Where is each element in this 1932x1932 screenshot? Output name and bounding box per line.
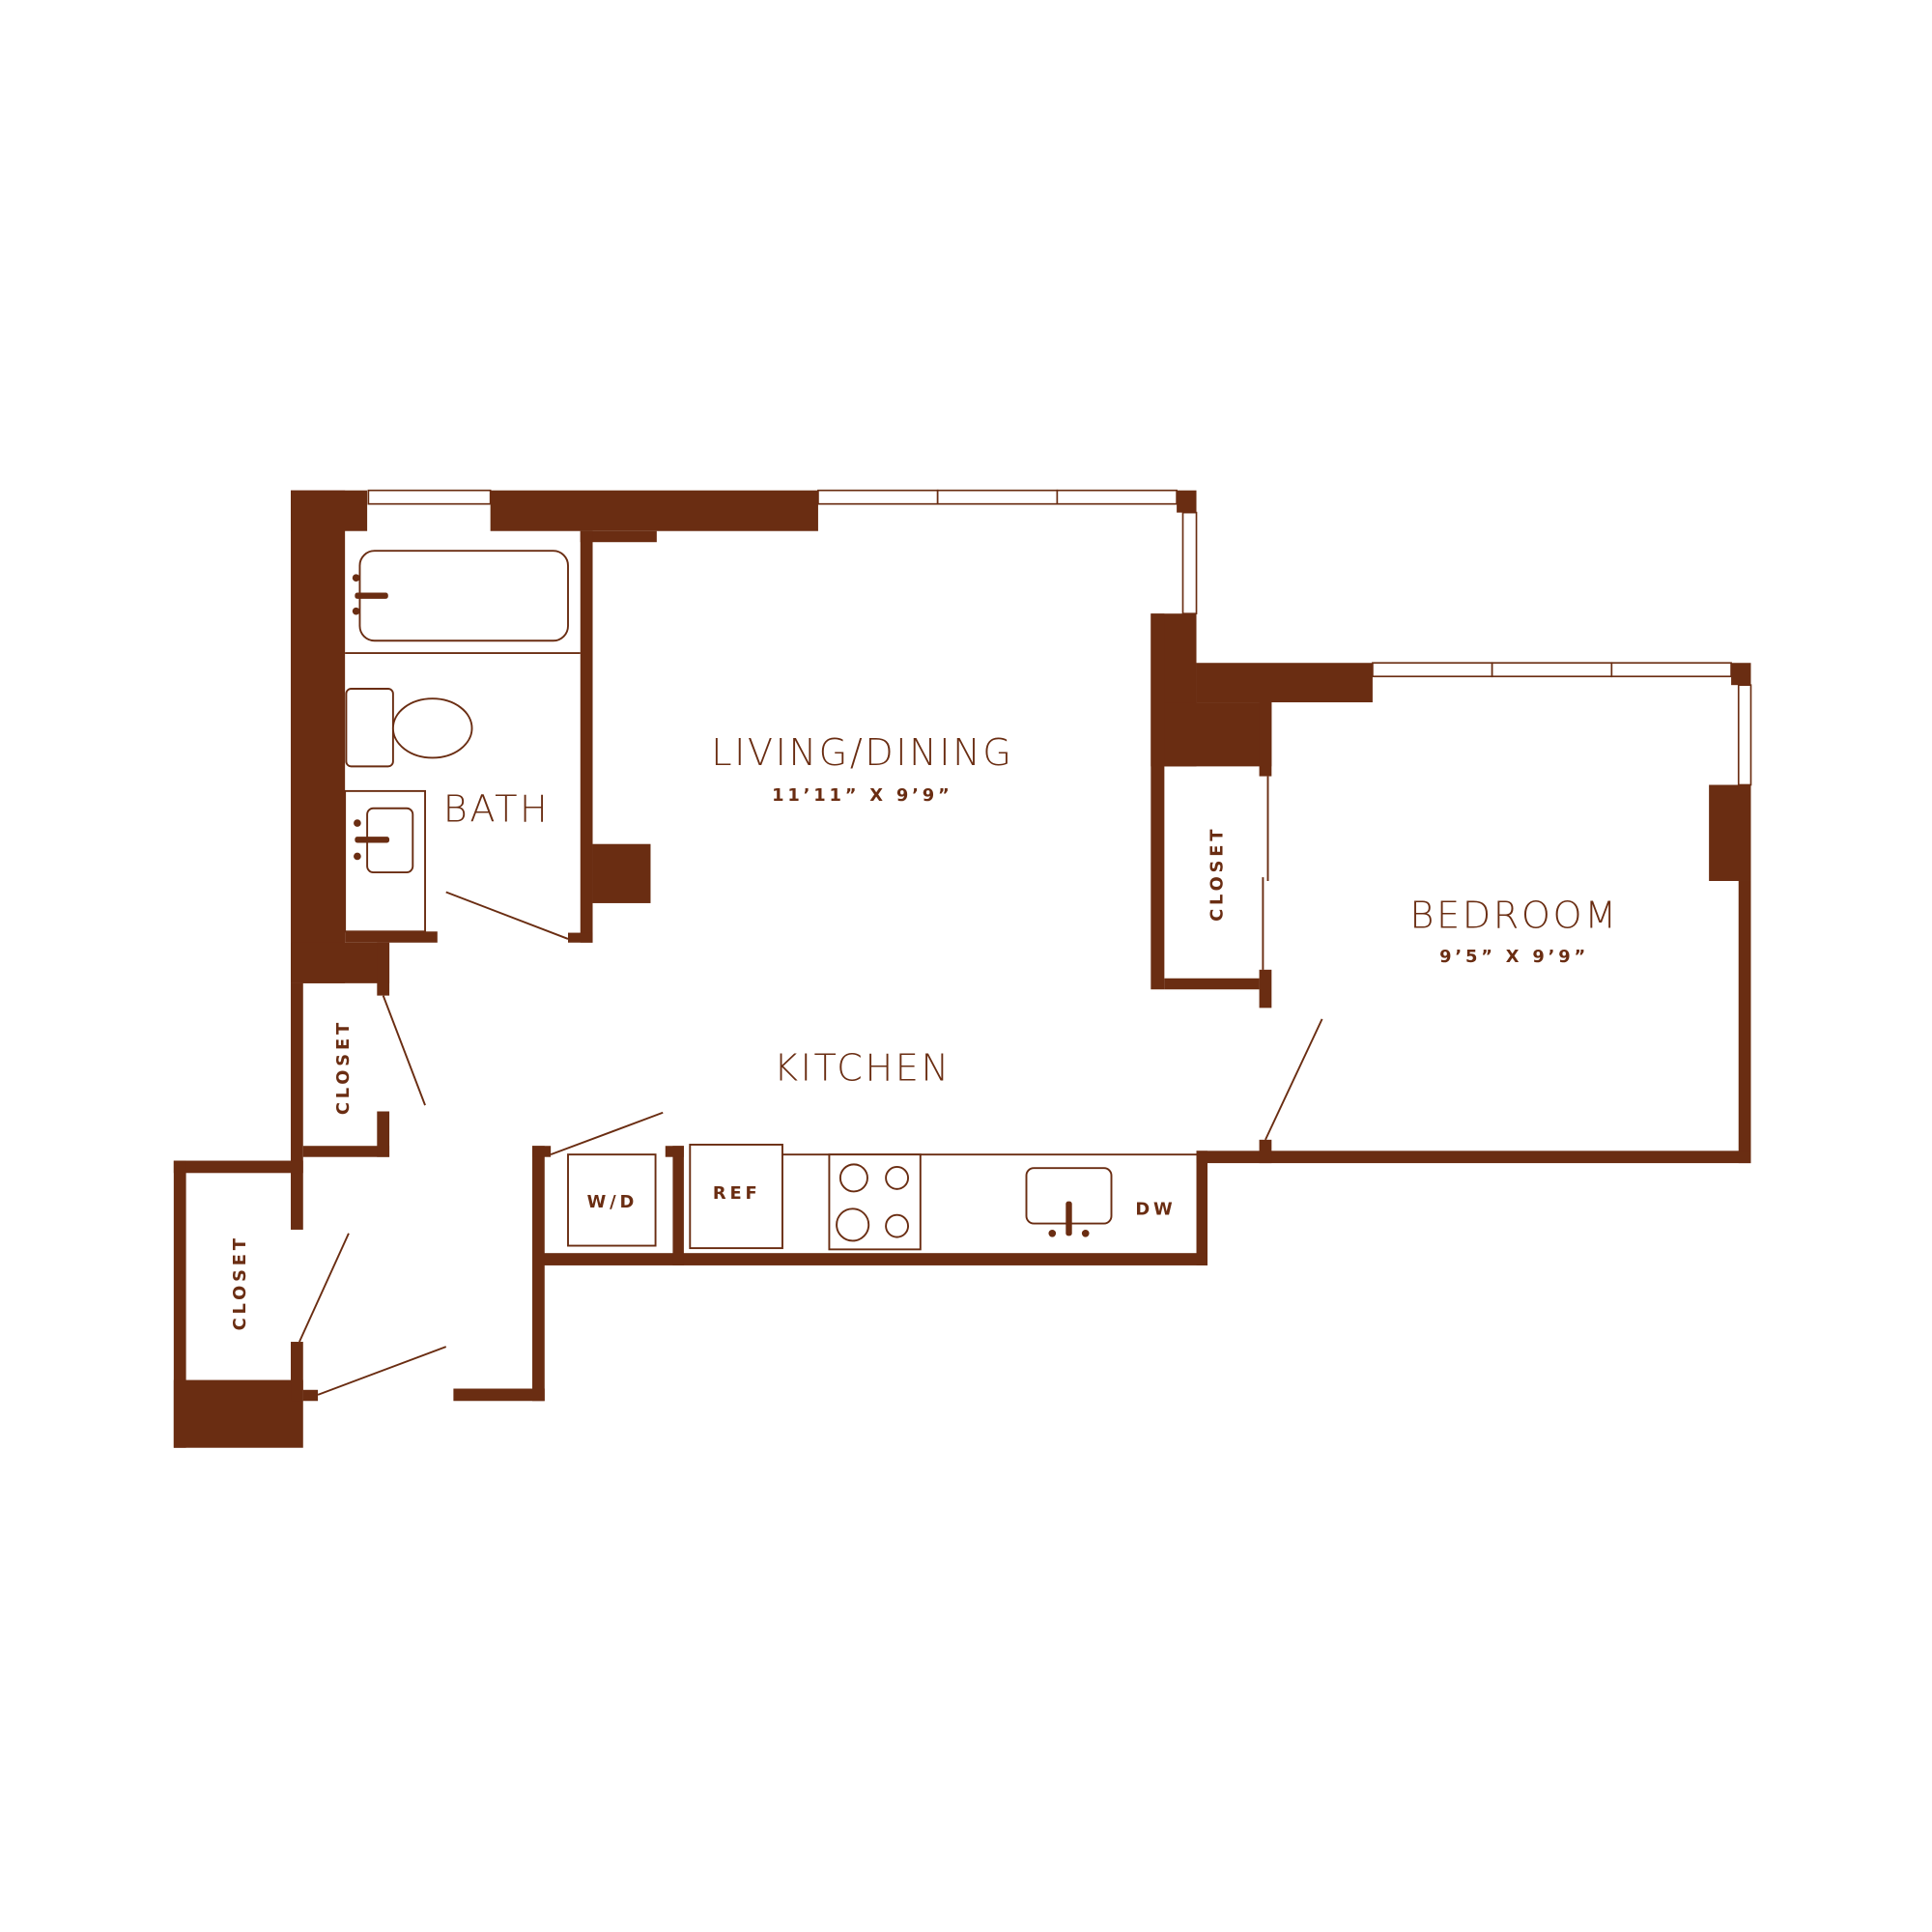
- hall-closet-label: CLOSET: [333, 1019, 354, 1115]
- bedroom-label: BEDROOM: [1409, 894, 1618, 937]
- bath-fixtures: [344, 550, 581, 933]
- refrigerator: [689, 1143, 783, 1250]
- walls: [173, 490, 1751, 1448]
- washer-dryer: [567, 1153, 657, 1247]
- labels: LIVING/DINING 11’11” X 9’9” BEDROOM 9’5”…: [230, 731, 1618, 1330]
- living-dining-label: LIVING/DINING: [711, 731, 1013, 775]
- fridge-label: REF: [713, 1183, 761, 1204]
- washer-dryer-label: W/D: [587, 1192, 639, 1212]
- kitchen-label: KITCHEN: [774, 1047, 952, 1091]
- living-dining-dimensions: 11’11” X 9’9”: [772, 785, 952, 806]
- dishwasher-label: DW: [1135, 1200, 1176, 1220]
- entry-closet-label: CLOSET: [230, 1235, 250, 1330]
- doors: [298, 776, 1323, 1396]
- windows: [367, 489, 1752, 786]
- bath-label: BATH: [443, 788, 551, 832]
- bedroom-dimensions: 9’5” X 9’9”: [1439, 947, 1589, 967]
- kitchen-fixtures: [567, 1143, 1197, 1251]
- bedroom-closet-label: CLOSET: [1207, 826, 1227, 922]
